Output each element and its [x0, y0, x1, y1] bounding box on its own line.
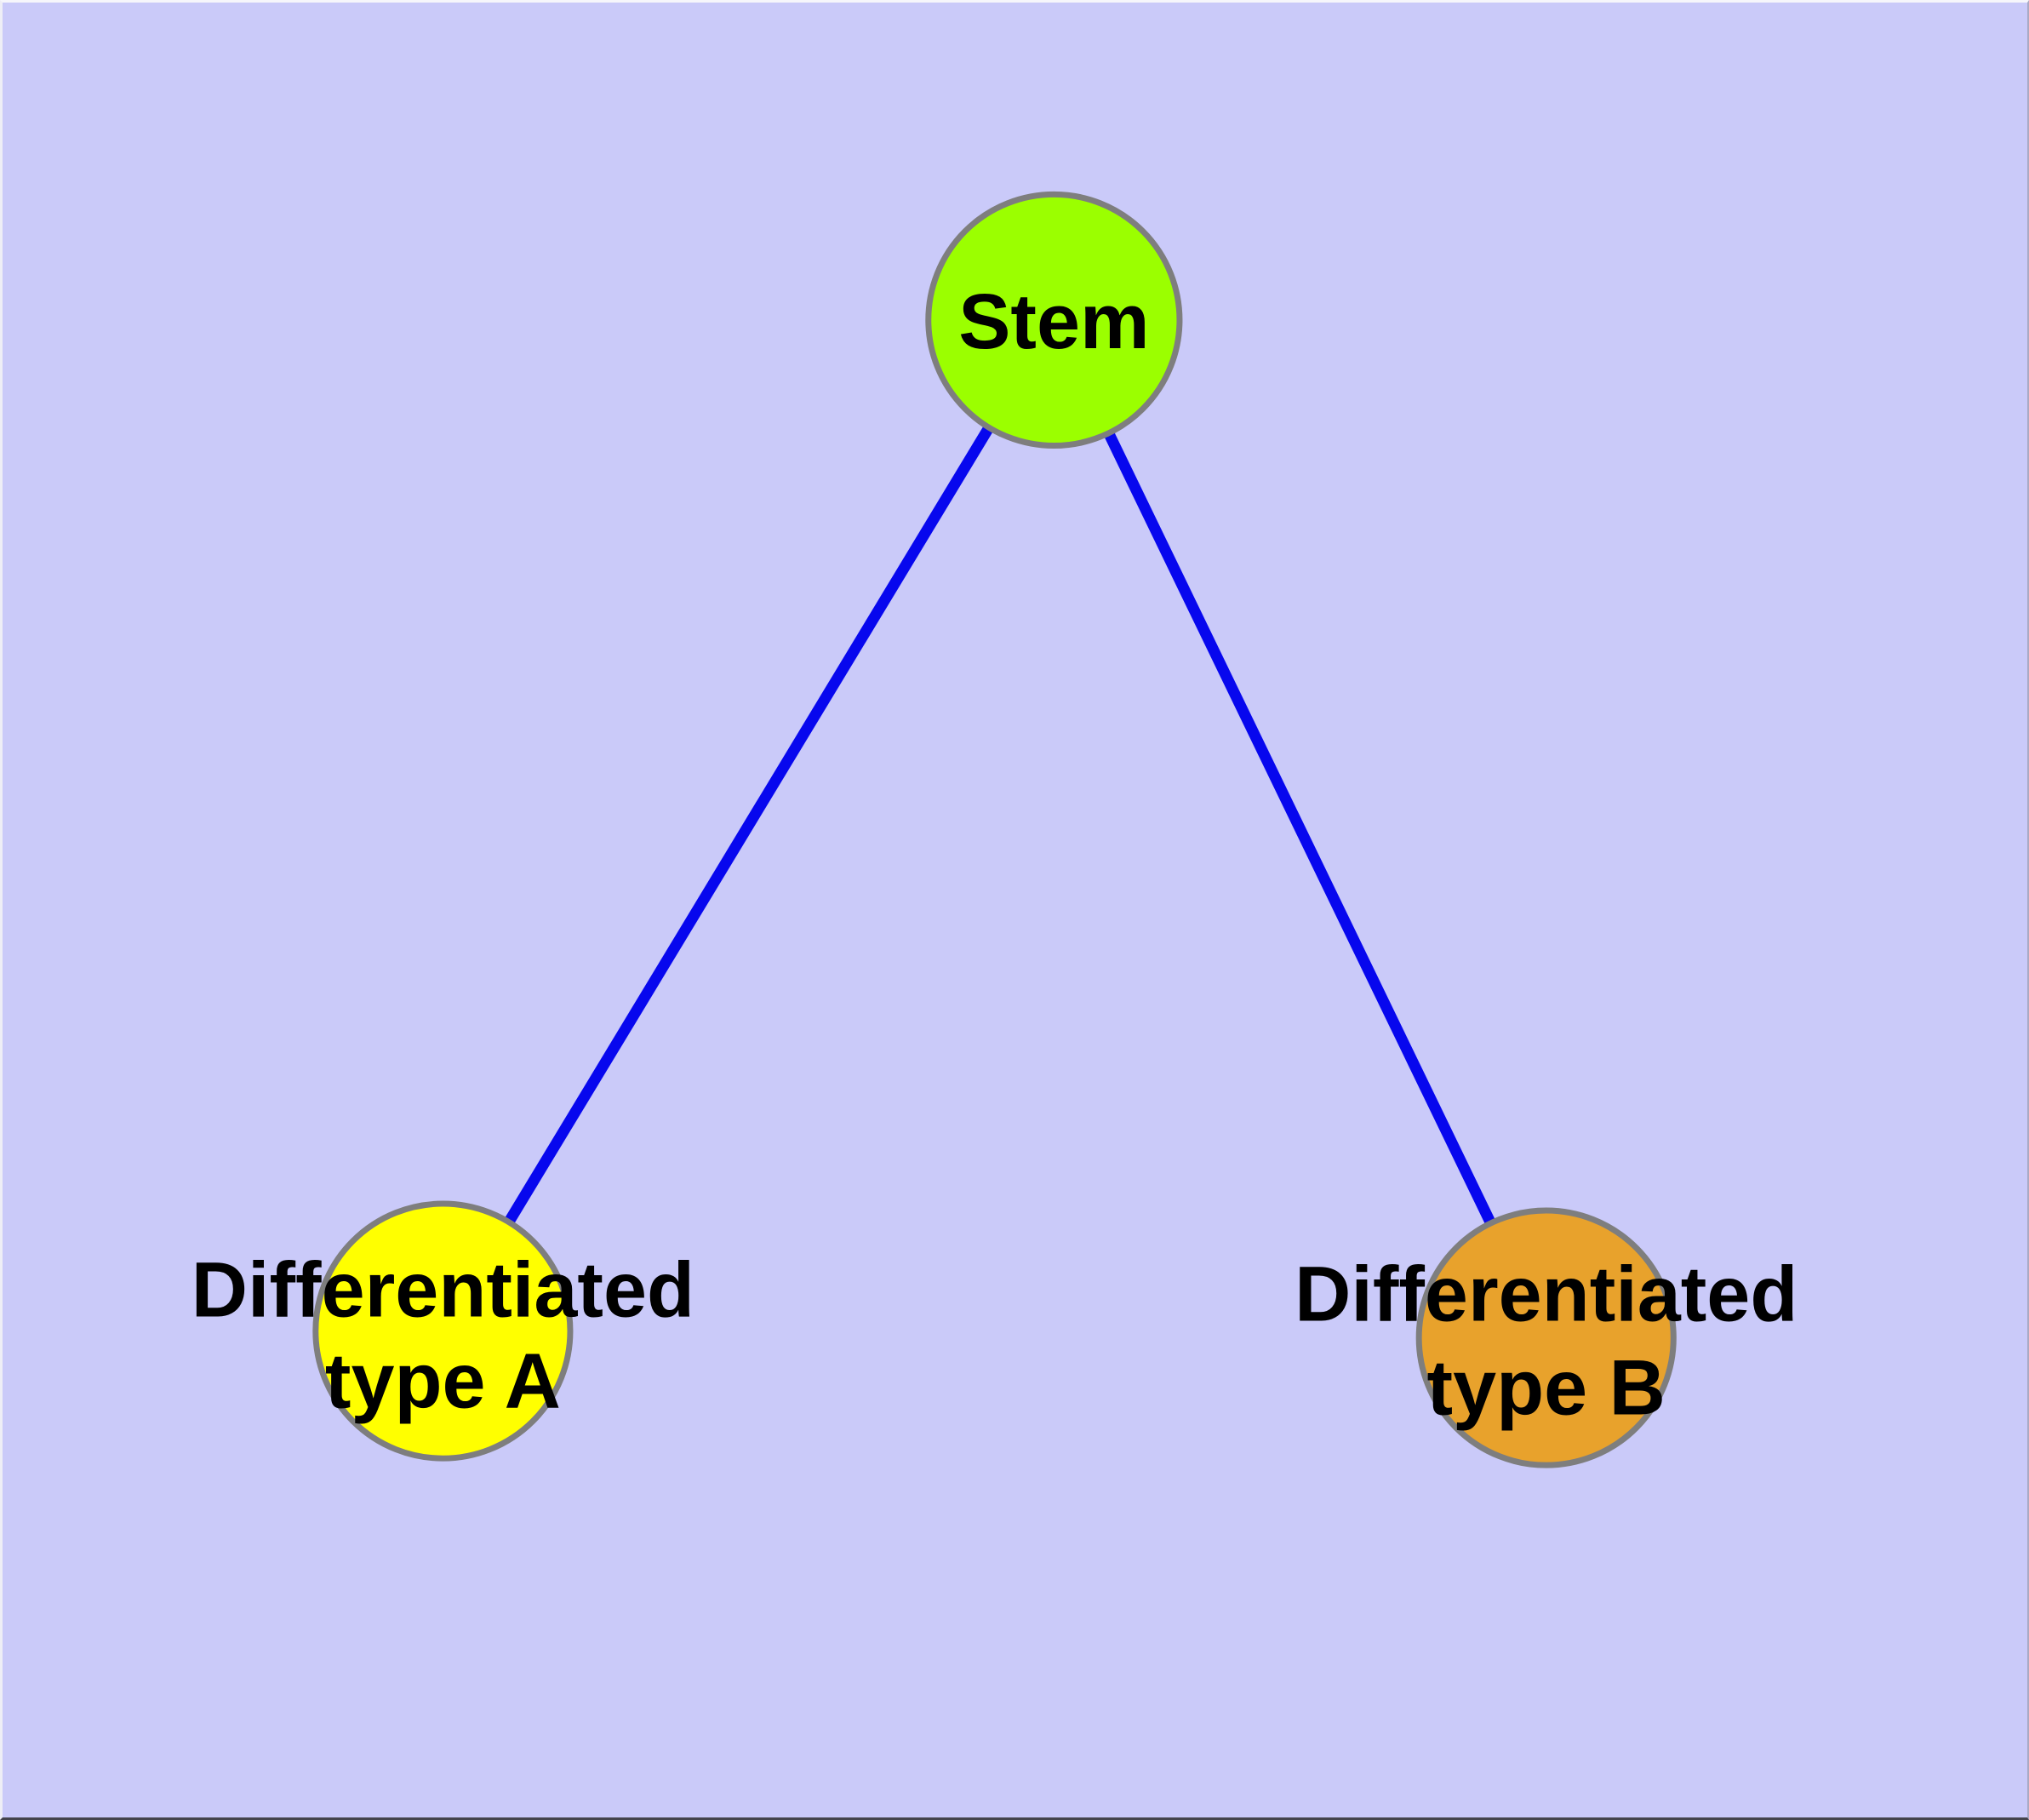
node-stem-label: Stem: [958, 278, 1149, 365]
graph-canvas: Stem Differentiated type A Differentiate…: [191, 191, 1798, 1468]
node-type-a-circle[interactable]: [312, 1200, 574, 1462]
edge-stem-to-type-a: [437, 317, 1059, 1334]
node-type-a-label-line2: type A: [325, 1337, 561, 1424]
node-type-b-label-line1: Differentiated: [1295, 1251, 1798, 1338]
node-type-a-label-line1: Differentiated: [191, 1247, 694, 1334]
edge-stem-to-type-b: [1049, 318, 1552, 1341]
node-type-b-circle[interactable]: [1415, 1207, 1677, 1468]
node-type-b-label-line2: type B: [1427, 1344, 1666, 1431]
node-stem-circle[interactable]: [925, 191, 1183, 449]
